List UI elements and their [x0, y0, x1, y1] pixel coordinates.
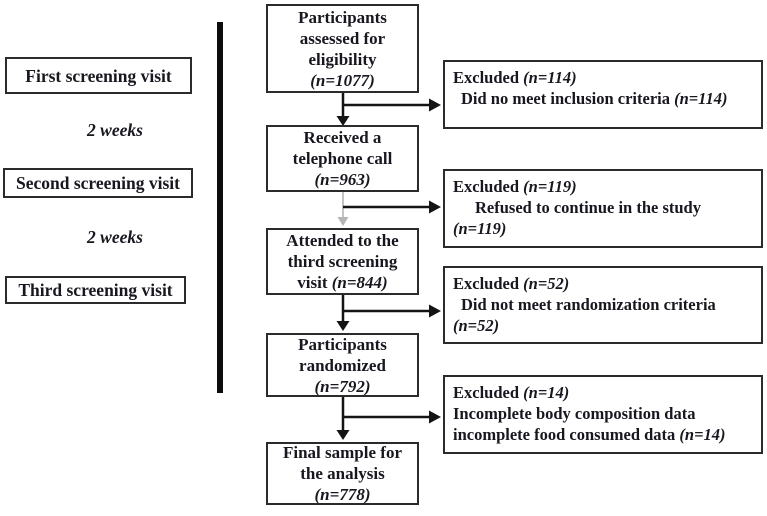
left-box-first-screening-visit: First screening visit	[5, 57, 192, 94]
excluded-reason-line: Refused to continue in the study	[475, 198, 701, 217]
flow-box-line: visit (n=844)	[297, 273, 388, 292]
flow-box-n-count: (n=792)	[314, 376, 371, 396]
excluded-box-incomplete-data: Excluded (n=14) Incomplete body composit…	[443, 375, 763, 454]
arrow-thirdvisit-to-randomized	[336, 295, 441, 331]
excluded-box-refused-continue: Excluded (n=119) Refused to continue in …	[443, 169, 763, 248]
arrow-randomized-to-final	[336, 397, 441, 440]
excluded-n-count: (n=52)	[453, 316, 500, 335]
flow-box-n-count: (n=778)	[314, 485, 371, 504]
excluded-head-line: Excluded (n=52)	[453, 274, 570, 293]
excluded-box-randomization-criteria: Excluded (n=52) Did not meet randomizati…	[443, 266, 763, 344]
flow-box-telephone-call: Received a telephone call (n=963)	[266, 125, 419, 192]
excluded-box-inclusion-criteria: Excluded (n=114) Did no meet inclusion c…	[443, 60, 763, 129]
flow-box-line: Final sample for	[283, 443, 402, 462]
flow-box-n-count: (n=844)	[331, 273, 388, 292]
flow-box-line: third screening	[287, 252, 398, 271]
flow-box-line: Participants	[298, 7, 387, 27]
excluded-n-count: (n=119)	[523, 177, 577, 196]
flow-box-line: eligibility	[308, 49, 377, 69]
arrow-telephone-to-thirdvisit	[337, 192, 441, 226]
flow-box-line: Participants	[298, 334, 387, 354]
flow-box-n-count: (n=1077)	[310, 70, 375, 90]
excluded-n-count: (n=119)	[453, 219, 507, 238]
interval-label-2: 2 weeks	[87, 227, 143, 247]
excluded-head-line: Excluded (n=119)	[453, 177, 577, 196]
flow-box-line: telephone call	[292, 149, 393, 168]
left-box-label: Third screening visit	[18, 280, 173, 300]
excluded-n-count: (n=14)	[523, 383, 570, 402]
flow-box-line: assessed for	[299, 28, 386, 48]
excluded-reason-line: Did not meet randomization criteria	[461, 295, 716, 314]
flow-box-final-sample: Final sample for the analysis (n=778)	[266, 442, 419, 505]
flow-box-participants-assessed: Participants assessed for eligibility (n…	[266, 4, 419, 93]
left-box-label: Second screening visit	[16, 173, 180, 193]
flow-box-participants-randomized: Participants randomized (n=792)	[266, 333, 419, 397]
flow-box-n-count: (n=963)	[314, 170, 371, 189]
excluded-head-line: Excluded (n=114)	[453, 68, 577, 87]
excluded-reason-line: Incomplete body composition data	[453, 404, 696, 423]
excluded-n-count: (n=52)	[523, 274, 570, 293]
left-box-second-screening-visit: Second screening visit	[3, 168, 193, 198]
flow-box-line: Attended to the	[286, 231, 399, 250]
left-box-label: First screening visit	[25, 65, 172, 86]
flow-box-line: Received a	[303, 128, 382, 147]
flow-box-line: randomized	[299, 355, 386, 375]
excluded-n-count: (n=114)	[674, 89, 728, 108]
flow-box-third-screening-visit: Attended to the third screening visit (n…	[266, 228, 419, 295]
excluded-reason-line: Did no meet inclusion criteria (n=114)	[461, 89, 728, 108]
left-box-third-screening-visit: Third screening visit	[5, 276, 186, 304]
excluded-head-line: Excluded (n=14)	[453, 383, 570, 402]
excluded-n-count: (n=14)	[679, 425, 726, 444]
flow-box-line: the analysis	[300, 464, 385, 483]
excluded-reason-line: incomplete food consumed data (n=14)	[453, 425, 726, 444]
interval-label-1: 2 weeks	[87, 120, 143, 140]
vertical-divider-bar	[217, 22, 223, 393]
arrow-eligibility-to-telephone	[336, 92, 441, 126]
excluded-n-count: (n=114)	[523, 68, 577, 87]
